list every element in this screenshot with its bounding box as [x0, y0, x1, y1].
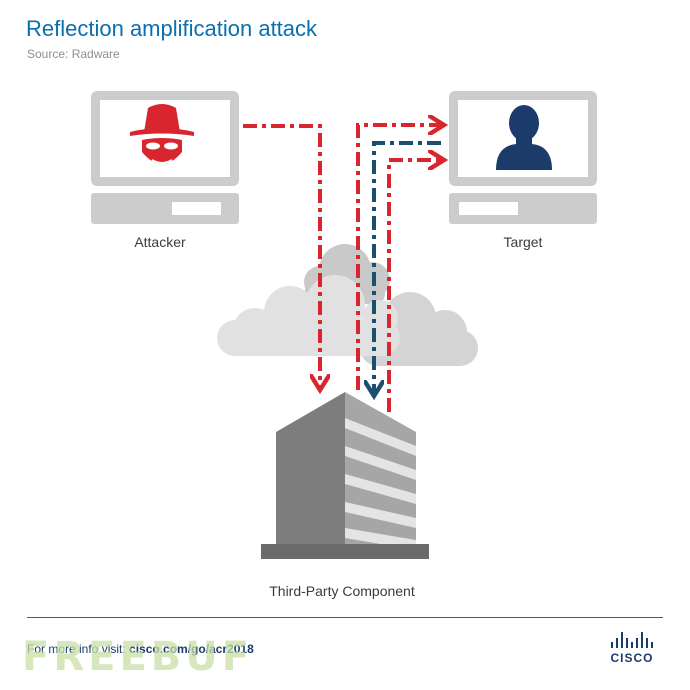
user-silhouette-icon [496, 105, 552, 170]
cloud-icon [217, 244, 478, 366]
amplified-response-arrow [387, 160, 440, 412]
source-caption: Source: Radware [27, 47, 120, 61]
cisco-wordmark: CISCO [610, 651, 654, 665]
footer-info: For more info visit: cisco.com/go/acr201… [27, 642, 254, 656]
target-label: Target [503, 234, 543, 250]
attacker-label: Attacker [134, 234, 186, 250]
reply-arrow [374, 141, 441, 392]
cisco-bars-icon [600, 632, 664, 648]
page-title: Reflection amplification attack [26, 16, 318, 41]
footer-divider [27, 617, 663, 618]
cisco-logo: CISCO [600, 632, 664, 665]
spoofed-path-arrow [356, 125, 440, 390]
hacker-icon [130, 104, 194, 164]
footer-prefix: For more info visit: [27, 642, 130, 656]
server-building-icon [261, 392, 429, 559]
footer-link[interactable]: cisco.com/go/acr2018 [129, 642, 254, 656]
attack-request-arrow [243, 124, 320, 386]
third-party-label: Third-Party Component [269, 583, 415, 599]
